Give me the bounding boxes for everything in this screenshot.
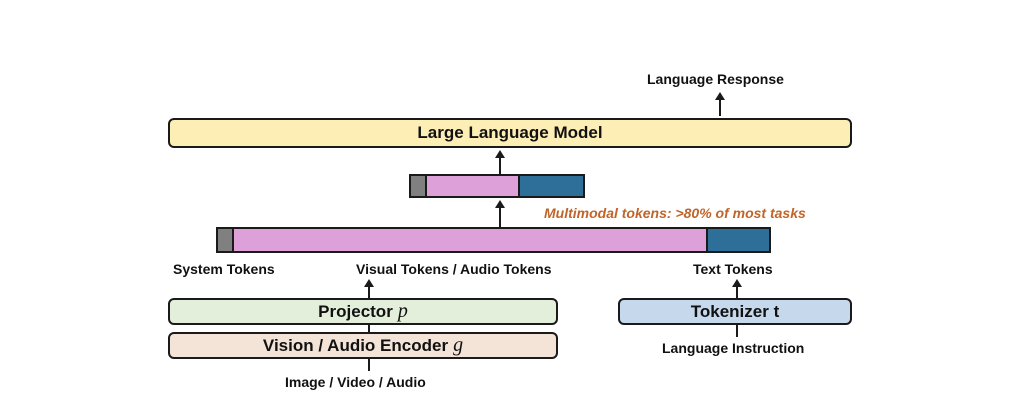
system-tokens-label: System Tokens: [173, 261, 275, 277]
multimodal-token-annotation: Multimodal tokens: >80% of most tasks: [544, 205, 806, 221]
encoder-box: Vision / Audio Encoder g: [168, 332, 558, 359]
llm-label: Large Language Model: [417, 123, 603, 142]
arrow-instruction-to-tokenizer: [736, 325, 738, 337]
arrow-head-icon: [364, 279, 374, 287]
compressed-token-bar: [409, 174, 585, 198]
text-tokens-label: Text Tokens: [693, 261, 773, 277]
arrow-tokens-to-compressed: [499, 207, 501, 227]
arrow-head-icon: [495, 150, 505, 158]
media-input-label: Image / Video / Audio: [285, 374, 426, 390]
language-instruction-label: Language Instruction: [662, 340, 805, 356]
arrow-head-icon: [715, 92, 725, 100]
multimodal-token-segment: [232, 229, 707, 251]
arrow-projector-to-tokens: [368, 285, 370, 298]
arrow-llm-to-response: [719, 99, 721, 116]
arrow-compressed-to-llm: [499, 157, 501, 174]
system-token-segment: [218, 229, 233, 251]
llm-box: Large Language Model: [168, 118, 852, 148]
visual-audio-tokens-label: Visual Tokens / Audio Tokens: [356, 261, 552, 277]
token-sequence-bar: [216, 227, 771, 253]
arrow-media-to-encoder: [368, 359, 370, 371]
projector-symbol: p: [397, 300, 408, 322]
projector-box: Projector p: [168, 298, 558, 325]
text-token-segment: [517, 176, 583, 196]
arrow-head-icon: [495, 200, 505, 208]
tokenizer-label: Tokenizer t: [690, 301, 780, 321]
text-token-segment: [706, 229, 769, 251]
encoder-label: Vision / Audio Encoder: [262, 335, 449, 355]
language-response-label: Language Response: [647, 71, 784, 87]
tokenizer-box: Tokenizer t: [618, 298, 852, 325]
system-token-segment: [411, 176, 425, 196]
arrow-tokenizer-to-tokens: [736, 285, 738, 298]
encoder-symbol: g: [453, 334, 464, 356]
arrow-head-icon: [732, 279, 742, 287]
connector-encoder-to-projector: [368, 325, 370, 332]
projector-label: Projector: [318, 301, 393, 321]
multimodal-token-segment: [424, 176, 518, 196]
